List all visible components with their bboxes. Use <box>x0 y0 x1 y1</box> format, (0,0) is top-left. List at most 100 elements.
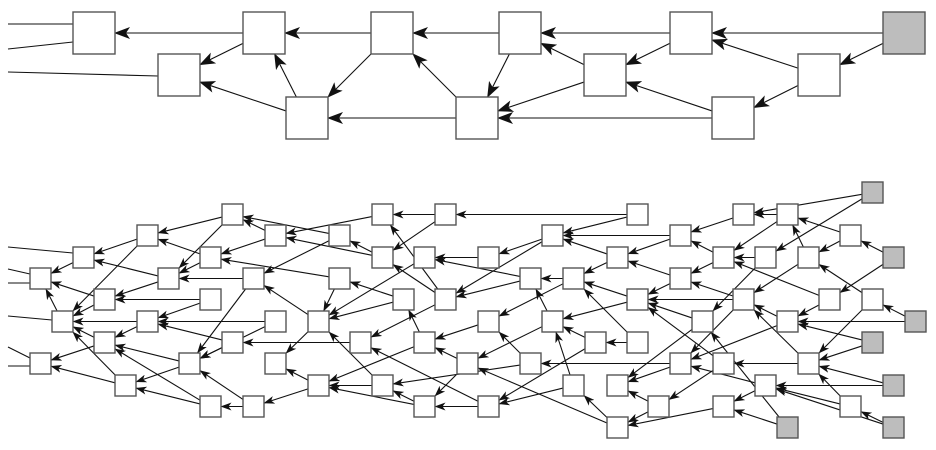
graph-node-b52[interactable] <box>647 395 670 418</box>
source-node-b73[interactable] <box>882 246 905 269</box>
source-node-b76[interactable] <box>882 374 905 397</box>
source-node-b78[interactable] <box>882 416 905 439</box>
graph-node-b39[interactable] <box>519 267 542 290</box>
graph-node-b29[interactable] <box>392 288 415 311</box>
graph-node-b30[interactable] <box>413 246 436 269</box>
graph-node-b47[interactable] <box>606 374 629 397</box>
graph-node-t3[interactable] <box>285 96 329 140</box>
graph-node-b33[interactable] <box>434 203 457 226</box>
graph-node-b42[interactable] <box>541 310 564 333</box>
graph-node-b56[interactable] <box>691 310 714 333</box>
graph-node-b50[interactable] <box>626 288 649 311</box>
graph-node-b2[interactable] <box>51 310 74 333</box>
graph-node-b16[interactable] <box>242 267 265 290</box>
bottom-edge-b35-to-b32 <box>434 373 458 397</box>
graph-node-b45[interactable] <box>584 331 607 354</box>
graph-node-t0[interactable] <box>72 11 116 55</box>
bottom-edge-b46-to-b43 <box>583 262 608 274</box>
graph-node-b17[interactable] <box>242 395 265 418</box>
graph-node-b14[interactable] <box>221 203 244 226</box>
graph-node-b32[interactable] <box>413 395 436 418</box>
graph-node-b63[interactable] <box>754 374 777 397</box>
graph-node-b28[interactable] <box>371 374 394 397</box>
graph-node-b7[interactable] <box>136 224 159 247</box>
graph-node-b18[interactable] <box>264 224 287 247</box>
graph-node-b71[interactable] <box>861 288 884 311</box>
graph-node-t7[interactable] <box>583 53 627 97</box>
bottom-edge-b70-to-b67 <box>818 373 841 397</box>
graph-node-b4[interactable] <box>93 288 116 311</box>
graph-node-b36[interactable] <box>477 246 500 269</box>
graph-node-b69[interactable] <box>839 224 862 247</box>
graph-node-b24[interactable] <box>328 267 351 290</box>
graph-node-b61[interactable] <box>732 288 755 311</box>
graph-node-b6[interactable] <box>114 374 137 397</box>
graph-node-b59[interactable] <box>712 395 735 418</box>
graph-node-b49[interactable] <box>626 203 649 226</box>
graph-node-b46[interactable] <box>606 246 629 269</box>
graph-node-t9[interactable] <box>711 96 755 140</box>
graph-node-b66[interactable] <box>797 246 820 269</box>
bottom-edge-b30-to-b21 <box>328 263 415 316</box>
graph-node-t1[interactable] <box>157 53 201 97</box>
graph-node-b20[interactable] <box>264 352 287 375</box>
graph-node-b12[interactable] <box>199 288 222 311</box>
graph-node-t4[interactable] <box>370 11 414 55</box>
graph-node-b44[interactable] <box>562 374 585 397</box>
graph-node-b21[interactable] <box>307 310 330 333</box>
graph-node-t2[interactable] <box>242 11 286 55</box>
top-edge-t7-to-t6 <box>540 42 585 66</box>
graph-node-b60[interactable] <box>732 203 755 226</box>
source-node-t11[interactable] <box>882 11 926 55</box>
graph-node-b9[interactable] <box>157 267 180 290</box>
graph-node-b54[interactable] <box>669 267 692 290</box>
graph-node-t10[interactable] <box>797 53 841 97</box>
graph-node-b15[interactable] <box>221 331 244 354</box>
graph-node-b3[interactable] <box>72 246 95 269</box>
graph-node-b26[interactable] <box>371 203 394 226</box>
graph-node-b5[interactable] <box>93 331 116 354</box>
graph-node-b8[interactable] <box>136 310 159 333</box>
bottom-edge-b48-to-b35 <box>477 367 608 424</box>
graph-node-b41[interactable] <box>541 224 564 247</box>
graph-node-b62[interactable] <box>754 246 777 269</box>
bottom-edge-b64-to-b57 <box>733 221 778 251</box>
graph-node-b67[interactable] <box>797 352 820 375</box>
graph-node-b58[interactable] <box>712 352 735 375</box>
graph-node-b35[interactable] <box>456 352 479 375</box>
bottom-offscreen-edge-b2 <box>7 315 53 321</box>
source-node-b77[interactable] <box>776 416 799 439</box>
graph-node-b0[interactable] <box>29 267 52 290</box>
graph-node-b1[interactable] <box>29 352 52 375</box>
source-node-b74[interactable] <box>904 310 927 333</box>
graph-node-b40[interactable] <box>519 352 542 375</box>
graph-node-b25[interactable] <box>349 331 372 354</box>
graph-node-b13[interactable] <box>199 395 222 418</box>
graph-node-b43[interactable] <box>562 267 585 290</box>
graph-node-b64[interactable] <box>776 203 799 226</box>
top-edge-t11-to-t10 <box>839 42 884 66</box>
graph-node-b65[interactable] <box>776 310 799 333</box>
graph-node-b10[interactable] <box>178 352 201 375</box>
graph-node-b37[interactable] <box>477 310 500 333</box>
graph-node-b51[interactable] <box>626 331 649 354</box>
graph-node-b70[interactable] <box>839 395 862 418</box>
graph-node-b31[interactable] <box>413 331 436 354</box>
graph-node-b22[interactable] <box>307 374 330 397</box>
graph-node-b68[interactable] <box>818 288 841 311</box>
graph-node-b19[interactable] <box>264 310 287 333</box>
graph-node-t8[interactable] <box>669 11 713 55</box>
source-node-b75[interactable] <box>861 331 884 354</box>
graph-node-b55[interactable] <box>669 352 692 375</box>
graph-node-b53[interactable] <box>669 224 692 247</box>
graph-node-b57[interactable] <box>712 246 735 269</box>
graph-node-b27[interactable] <box>371 246 394 269</box>
graph-node-t5[interactable] <box>455 96 499 140</box>
graph-node-t6[interactable] <box>498 11 542 55</box>
graph-node-b34[interactable] <box>434 288 457 311</box>
graph-node-b23[interactable] <box>328 224 351 247</box>
source-node-b72[interactable] <box>861 181 884 204</box>
graph-node-b11[interactable] <box>199 246 222 269</box>
graph-node-b48[interactable] <box>606 416 629 439</box>
graph-node-b38[interactable] <box>477 395 500 418</box>
